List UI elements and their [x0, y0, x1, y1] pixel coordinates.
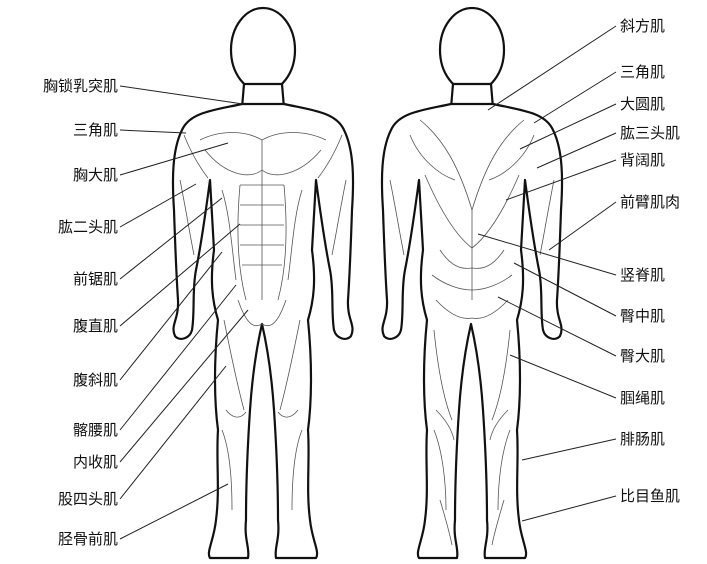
label-rectus-abdominis: 腹直肌 — [73, 317, 118, 335]
label-tibialis-anterior: 胫骨前肌 — [58, 530, 118, 548]
label-biceps: 肱二头肌 — [58, 218, 118, 236]
front-body-figure — [173, 8, 353, 558]
label-back-deltoid: 三角肌 — [620, 63, 665, 81]
leader-front-deltoid — [120, 130, 186, 133]
label-trapezius: 斜方肌 — [620, 17, 665, 35]
label-gluteus-medius: 臀中肌 — [620, 307, 665, 325]
label-triceps: 肱三头肌 — [620, 124, 680, 142]
label-gastrocnemius: 腓肠肌 — [620, 430, 665, 448]
label-obliques: 腹斜肌 — [73, 371, 118, 389]
label-forearm-muscles: 前臂肌肉 — [620, 193, 680, 211]
label-gluteus-maximus: 臀大肌 — [620, 347, 665, 365]
back-body-figure — [382, 8, 562, 558]
leader-obliques — [120, 252, 222, 380]
label-soleus: 比目鱼肌 — [620, 487, 680, 505]
leader-back-deltoid — [534, 72, 616, 123]
label-adductors: 内收肌 — [73, 453, 118, 471]
label-sternocleidomastoid: 胸锁乳突肌 — [43, 77, 118, 95]
leader-trapezius — [488, 26, 616, 110]
label-latissimus-dorsi: 背阔肌 — [620, 151, 665, 169]
label-erector-spinae: 竖脊肌 — [620, 266, 665, 284]
label-iliopsoas: 髂腰肌 — [73, 421, 118, 439]
label-hamstrings: 腘绳肌 — [620, 389, 665, 407]
label-serratus-anterior: 前锯肌 — [73, 270, 118, 288]
leader-hamstrings — [510, 355, 616, 398]
label-teres-major: 大圆肌 — [620, 95, 665, 113]
label-front-deltoid: 三角肌 — [73, 121, 118, 139]
label-pectoralis-major: 胸大肌 — [73, 166, 118, 184]
leader-quadriceps — [120, 366, 226, 499]
leader-tibialis-anterior — [120, 484, 228, 539]
leader-sternocleidomastoid — [120, 86, 243, 104]
leader-soleus — [522, 496, 616, 521]
label-quadriceps: 股四头肌 — [58, 490, 118, 508]
leader-serratus-anterior — [120, 198, 222, 279]
leader-gastrocnemius — [522, 439, 616, 460]
